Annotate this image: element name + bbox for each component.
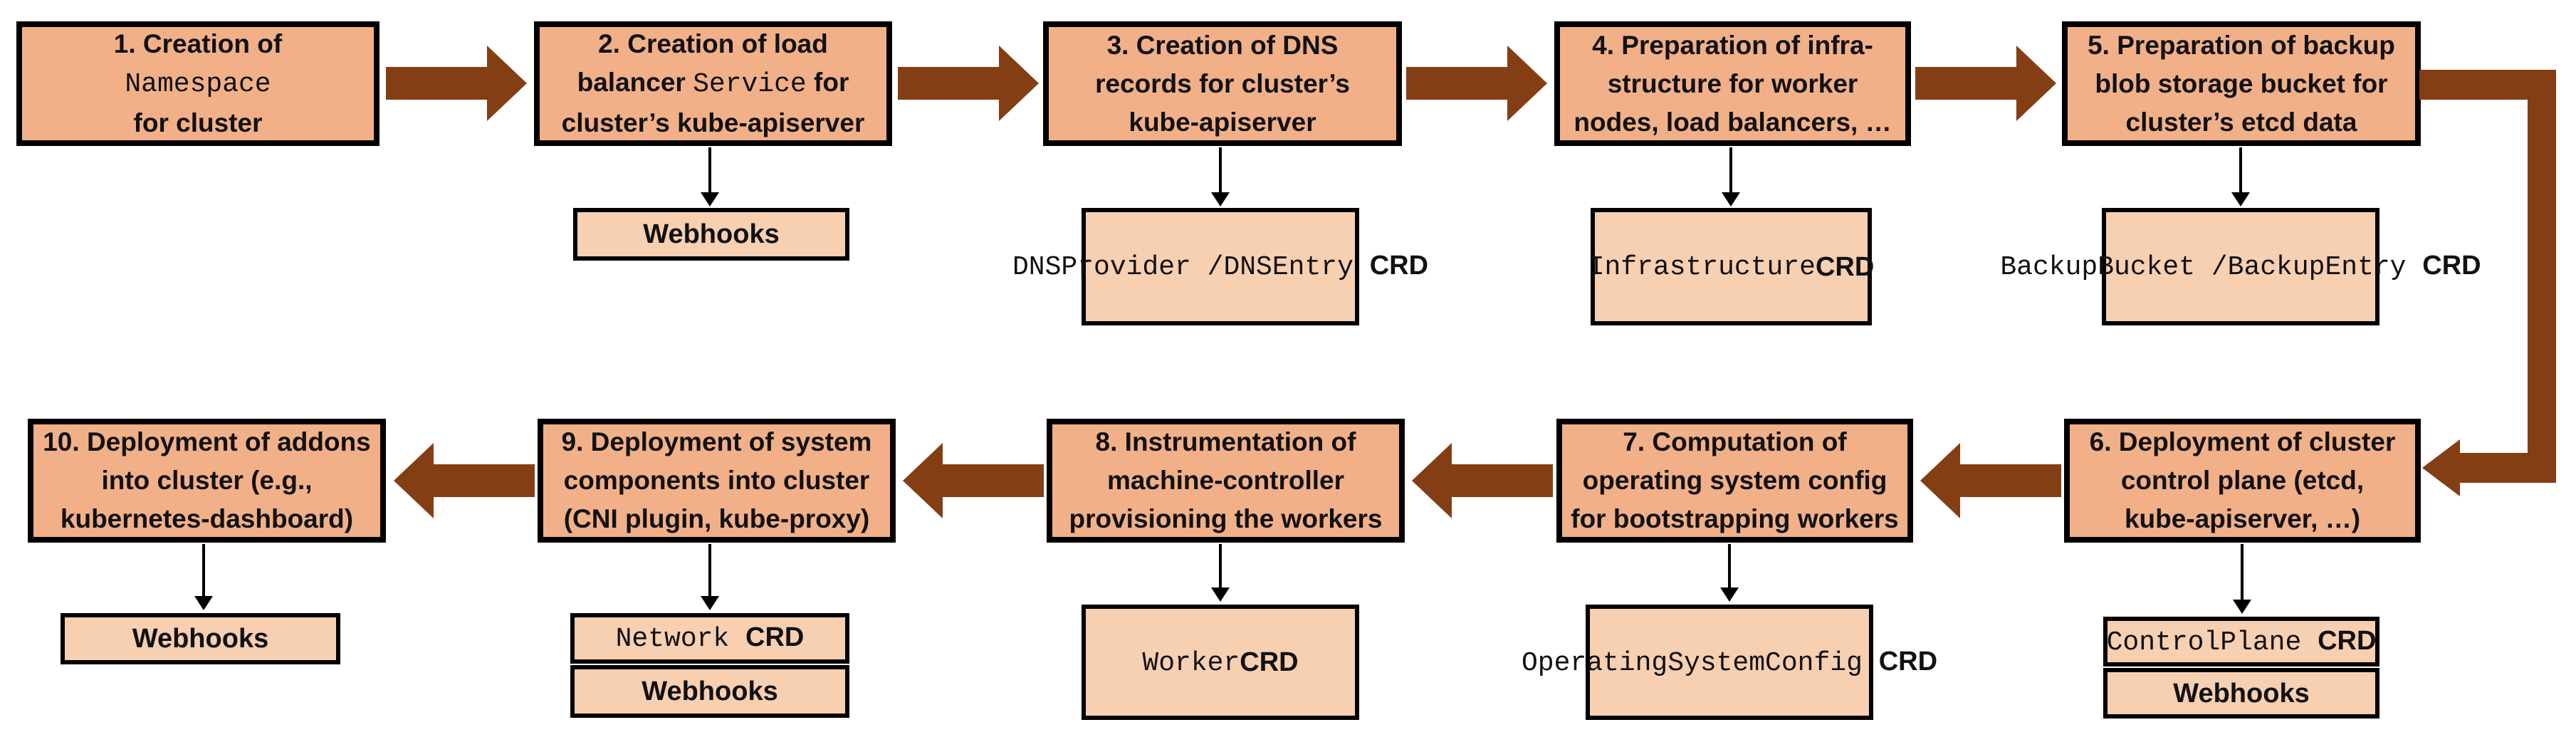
flow-arrow-step5-to-step6-elbow-icon — [2419, 70, 2556, 496]
webhooks-box-step2: Webhooks — [573, 208, 849, 261]
connector-step3-dnscrd-line — [1219, 147, 1222, 194]
webhooks-box-step9: Webhooks — [570, 665, 849, 718]
controlplane-crd-box: ControlPlane CRD — [2103, 617, 2379, 667]
flow-arrow-step8-to-step9-icon — [903, 443, 1044, 518]
webhooks-box-step10: Webhooks — [61, 613, 340, 664]
step-4-title: 4. Preparation of infra-structure for wo… — [1574, 30, 1892, 137]
connector-step3-dnscrd-arrowhead-icon — [1211, 192, 1230, 207]
connector-step2-webhooks-arrowhead-icon — [701, 192, 719, 207]
flow-arrow-step6-to-step7-icon — [1920, 443, 2061, 518]
connector-step7-osconfigcrd-arrowhead-icon — [1720, 587, 1739, 602]
connector-step7-osconfigcrd-line — [1728, 544, 1731, 589]
connector-step8-workercrd-arrowhead-icon — [1211, 587, 1230, 602]
connector-step4-infracrd-line — [1729, 147, 1732, 194]
connector-step5-backupcrd-line — [2239, 147, 2242, 194]
connector-step6-controlplanecrd-arrowhead-icon — [2233, 600, 2251, 614]
webhooks-box-step6: Webhooks — [2103, 668, 2379, 719]
dnsprovider-dnsentry-crd-box: DNSProvider /DNSEntry CRD — [1012, 208, 1428, 325]
connector-step10-webhooks-arrowhead-icon — [194, 596, 213, 610]
flow-arrow-step9-to-step10-icon — [394, 443, 535, 518]
connector-step6-controlplanecrd-line — [2241, 544, 2243, 601]
connector-step5-backupcrd-arrowhead-icon — [2231, 192, 2250, 207]
connector-step4-infracrd-arrowhead-icon — [1722, 192, 1740, 207]
backupbucket-backupentry-crd-box: BackupBucket /BackupEntry CRD — [2000, 208, 2481, 325]
flow-arrow-step4-to-step5-icon — [1915, 46, 2056, 121]
step-4-box: 4. Preparation of infra-structure for wo… — [1554, 21, 1911, 146]
flow-arrow-step7-to-step8-icon — [1412, 443, 1553, 518]
flow-arrow-step3-to-step4-icon — [1406, 46, 1547, 121]
flow-arrow-step2-to-step3-icon — [898, 46, 1039, 121]
connector-step8-workercrd-line — [1219, 544, 1222, 589]
connector-step9-networkcrd-line — [708, 544, 711, 597]
connector-step2-webhooks-line — [708, 147, 711, 194]
connector-step10-webhooks-line — [202, 544, 205, 597]
connector-step9-networkcrd-arrowhead-icon — [701, 596, 719, 610]
flow-arrow-step1-to-step2-icon — [386, 46, 527, 121]
network-crd-box: Network CRD — [570, 613, 849, 664]
